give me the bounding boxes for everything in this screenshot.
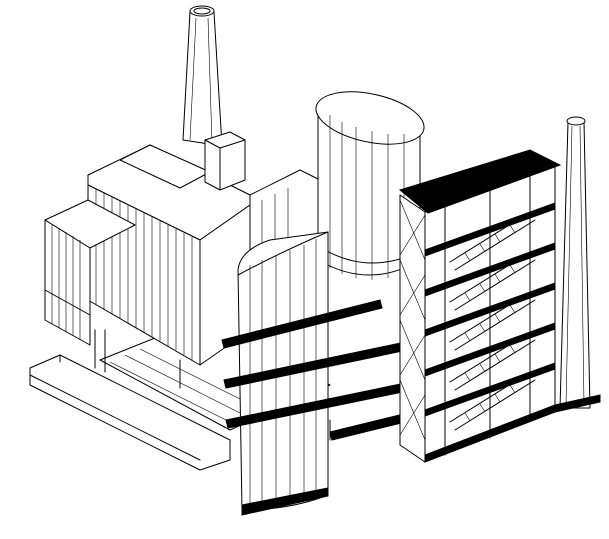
tall-chimney — [182, 5, 223, 147]
stair-treads — [464, 224, 516, 422]
rooftop-box — [204, 131, 246, 191]
stair-tower — [398, 149, 562, 463]
stair-flights — [449, 211, 536, 431]
thin-chimney — [554, 116, 601, 413]
cylindrical-tower — [315, 91, 425, 280]
wing-ribs — [51, 224, 81, 340]
